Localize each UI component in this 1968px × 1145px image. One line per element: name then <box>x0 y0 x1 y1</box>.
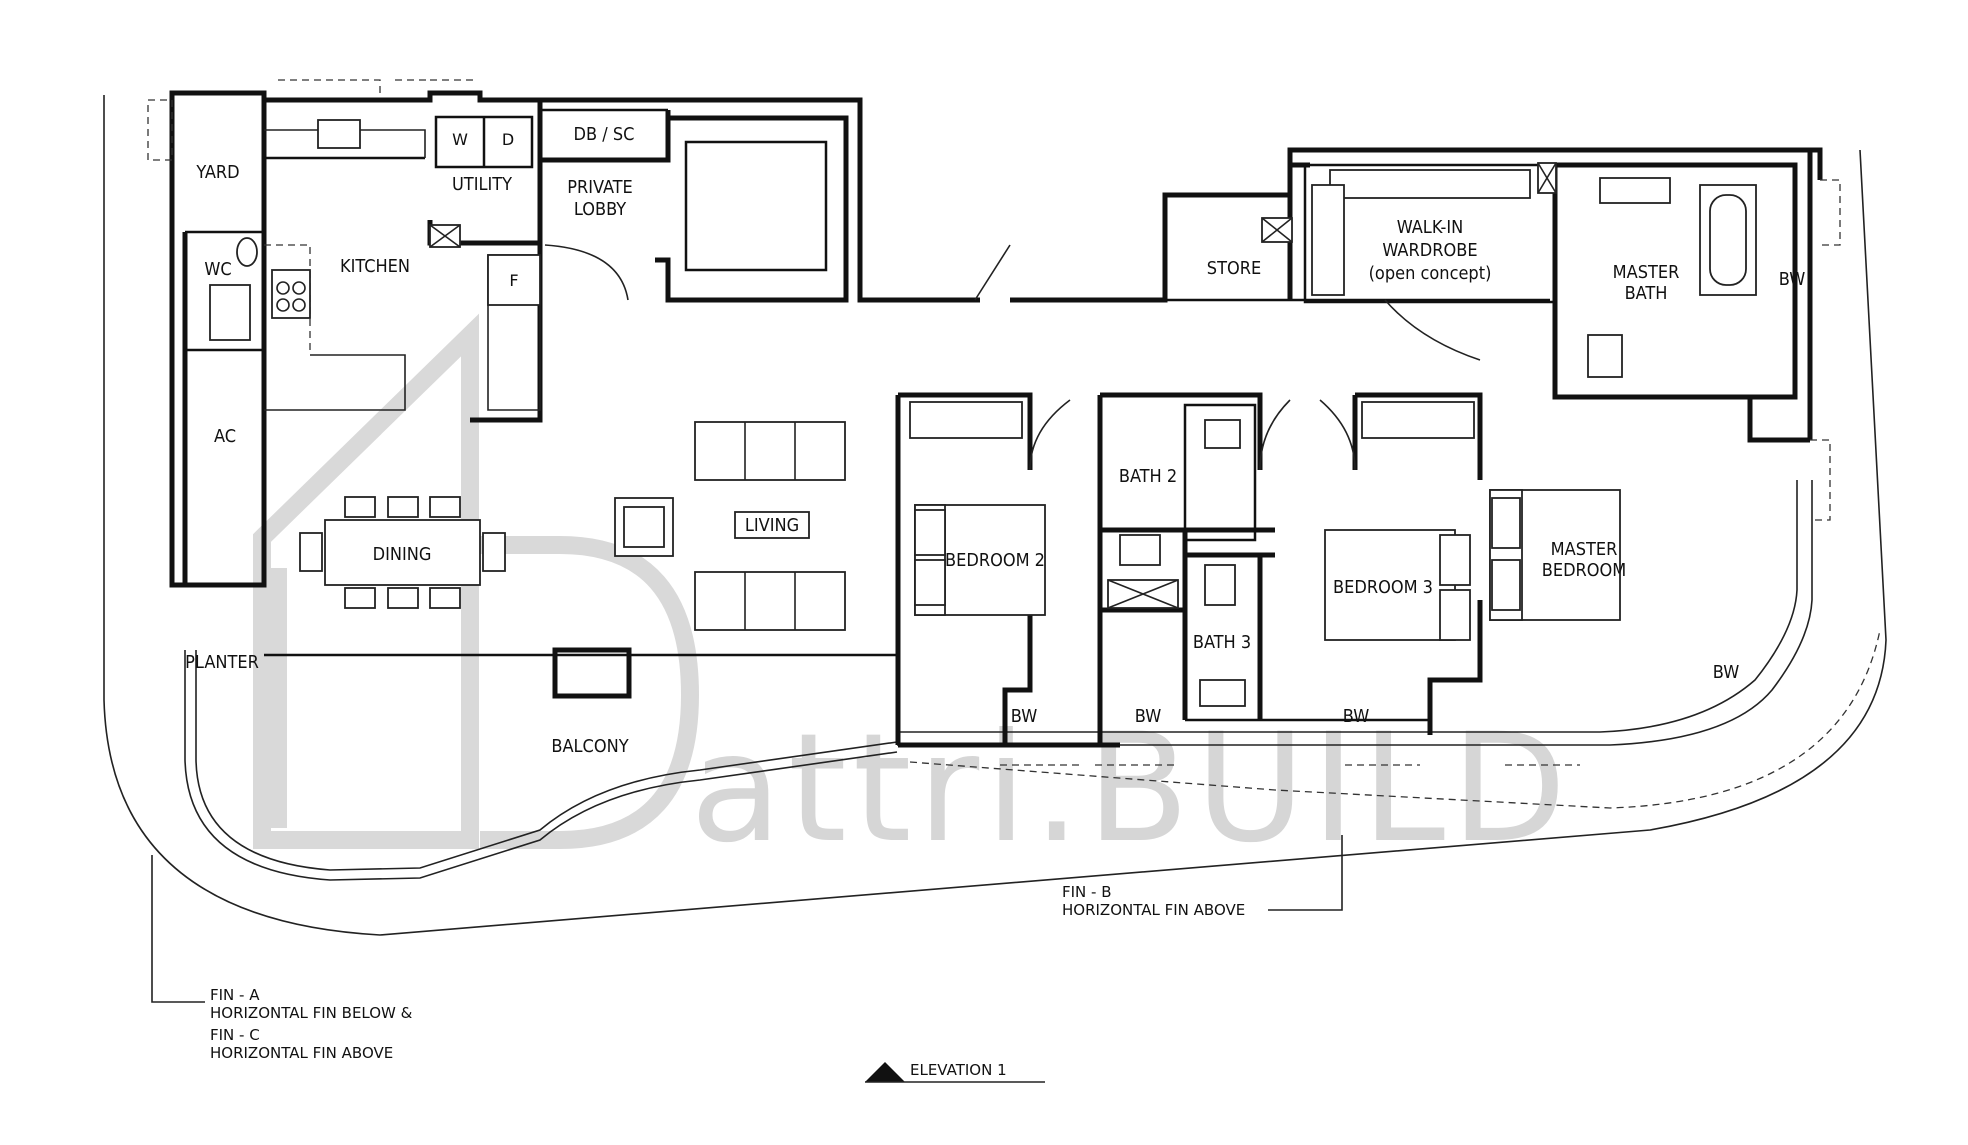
label-bedroom-3: BEDROOM 3 <box>1333 577 1433 598</box>
label-bw-master-bath: BW <box>1779 269 1805 290</box>
note-fin-c-1: FIN - C <box>210 1026 260 1044</box>
note-fin-a-2: HORIZONTAL FIN BELOW & <box>210 1004 413 1022</box>
label-balcony: BALCONY <box>551 736 628 757</box>
label-ac: AC <box>214 426 236 447</box>
label-wc: WC <box>204 259 231 280</box>
label-dryer: D <box>502 130 514 149</box>
label-bath-3: BATH 3 <box>1193 632 1251 653</box>
label-master-bath-2: BATH <box>1625 283 1668 304</box>
label-master-bath-1: MASTER <box>1613 262 1680 283</box>
note-fin-a-1: FIN - A <box>210 986 260 1004</box>
label-bw-bedroom-2: BW <box>1011 706 1037 727</box>
label-bedroom-2: BEDROOM 2 <box>945 550 1045 571</box>
label-private-lobby-1: PRIVATE <box>567 177 633 198</box>
label-walk-in-3: (open concept) <box>1369 263 1492 284</box>
label-master-bedroom-2: BEDROOM <box>1542 560 1627 581</box>
fixtures <box>147 79 1841 1003</box>
label-fridge: F <box>509 271 518 290</box>
label-walk-in-2: WARDROBE <box>1382 240 1477 261</box>
label-master-bedroom-1: MASTER <box>1551 539 1618 560</box>
label-bw-master-bedroom: BW <box>1713 662 1739 683</box>
fin-notes: FIN - A HORIZONTAL FIN BELOW & FIN - C H… <box>210 883 1245 1062</box>
label-living: LIVING <box>745 515 799 536</box>
label-utility: UTILITY <box>452 174 512 195</box>
note-fin-b-2: HORIZONTAL FIN ABOVE <box>1062 901 1245 919</box>
label-yard: YARD <box>195 162 239 183</box>
label-store: STORE <box>1207 258 1261 279</box>
elevation-arrow-icon <box>865 1062 905 1082</box>
elevation-marker: ELEVATION 1 <box>865 1061 1045 1083</box>
label-kitchen: KITCHEN <box>340 256 410 277</box>
label-washer: W <box>452 130 468 149</box>
watermark-text: attri.BUILD <box>690 702 1573 876</box>
label-dining: DINING <box>373 544 432 565</box>
label-db-sc: DB / SC <box>574 124 635 145</box>
note-fin-c-2: HORIZONTAL FIN ABOVE <box>210 1044 393 1062</box>
label-walk-in-1: WALK-IN <box>1397 217 1464 238</box>
fin-outlines <box>103 95 1887 936</box>
label-bw-bedroom-3: BW <box>1343 706 1369 727</box>
label-planter: PLANTER <box>185 652 259 673</box>
label-bath-2: BATH 2 <box>1119 466 1177 487</box>
elevation-label: ELEVATION 1 <box>910 1061 1007 1079</box>
walls <box>169 90 1823 748</box>
label-bw-bath: BW <box>1135 706 1161 727</box>
note-fin-b-1: FIN - B <box>1062 883 1112 901</box>
label-private-lobby-2: LOBBY <box>574 199 626 220</box>
room-labels: YARD WC AC PLANTER KITCHEN UTILITY W D F… <box>185 124 1805 757</box>
